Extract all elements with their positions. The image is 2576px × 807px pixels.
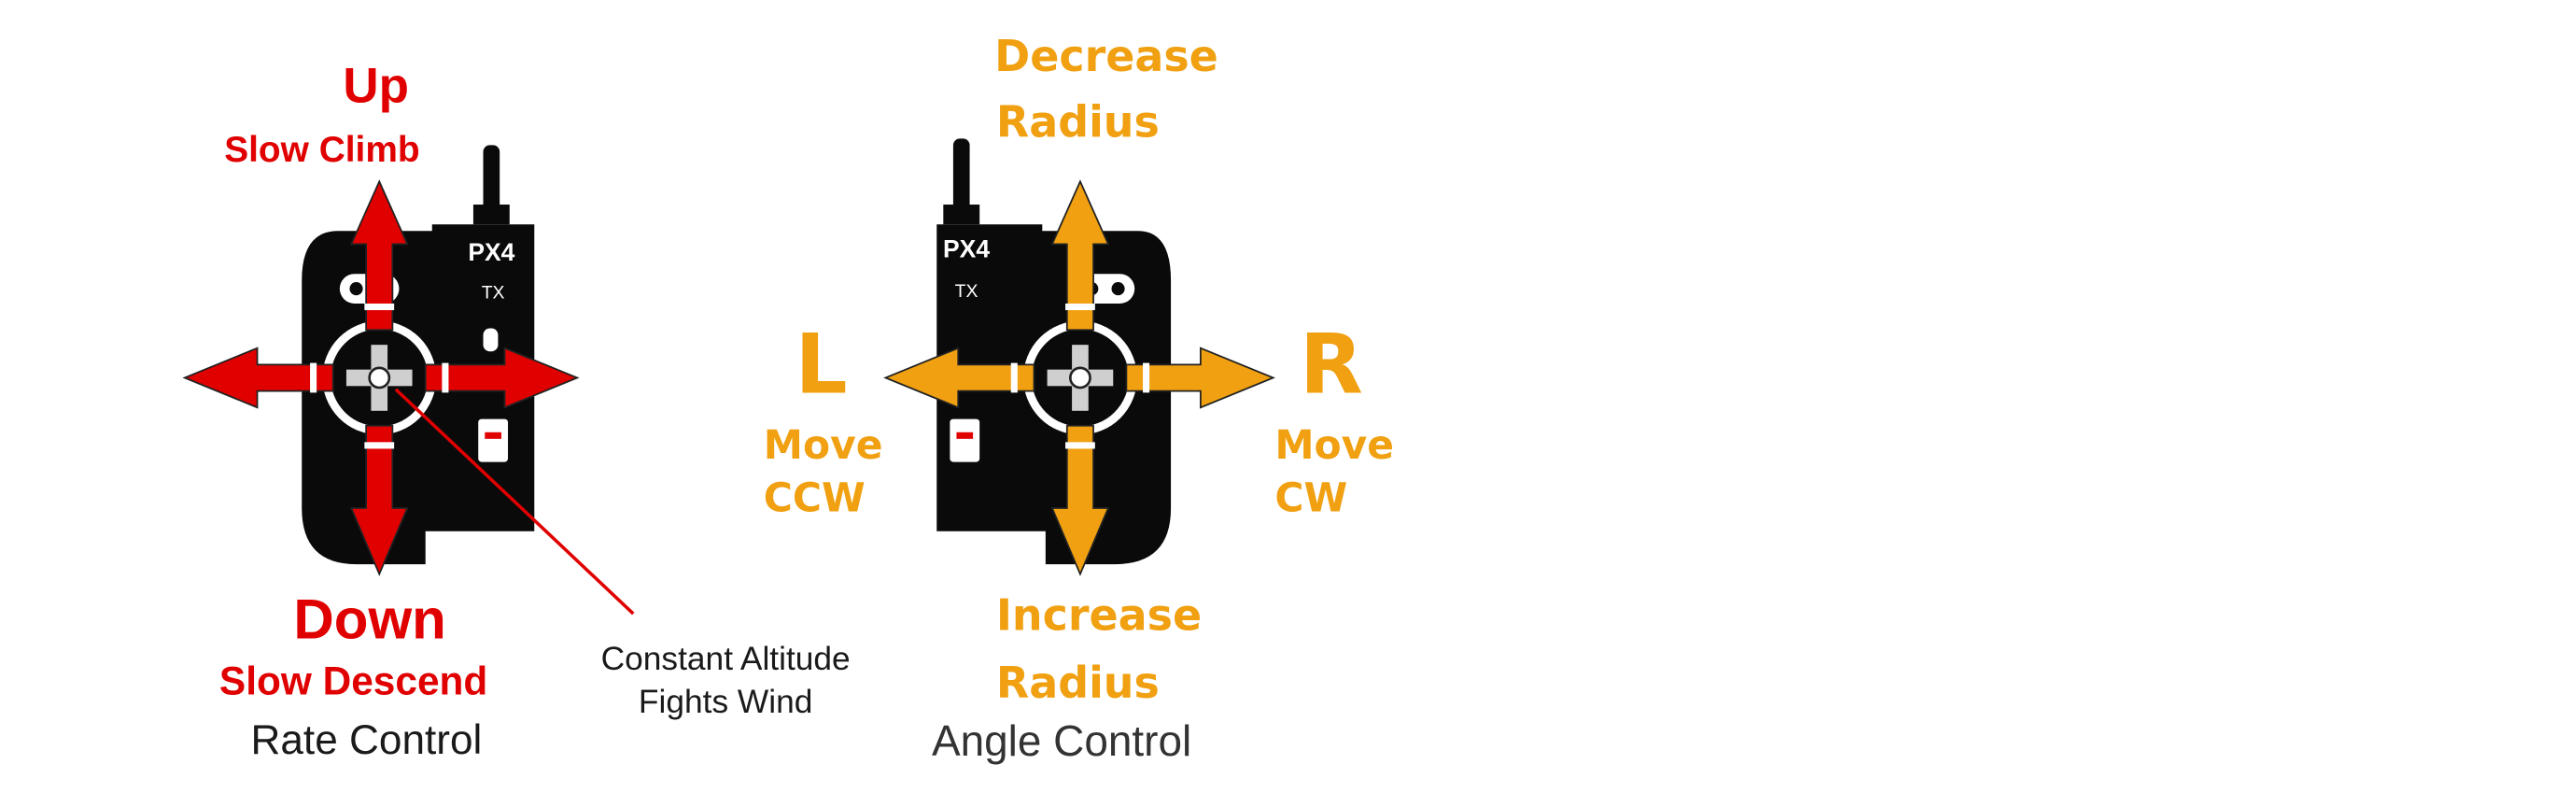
down-label: Down [293,588,446,652]
increase-radius-label: Radius [995,659,1160,710]
angle-control-caption: Angle Control [931,715,1192,766]
model-label: TX [955,281,978,302]
arrow-up-icon [349,179,409,332]
brand-logo: PX4 [468,238,514,266]
arrow-left-icon [883,347,1035,409]
decrease-label: Decrease [994,33,1218,83]
rate-control-caption: Rate Control [250,717,483,764]
arrow-down-icon [1050,424,1110,576]
arrow-right-icon [1125,347,1275,409]
model-label: TX [482,283,505,304]
callout-line-2: Fights Wind [638,685,813,721]
down-sublabel: Slow Descend [218,659,488,705]
up-label: Up [343,59,410,114]
left-transmitter: PX4 TX [182,145,635,616]
arrow-left-icon [182,347,334,409]
arrow-down-icon [349,424,409,576]
up-sublabel: Slow Climb [224,128,420,170]
transmitter-body [302,224,535,565]
increase-label: Increase [995,592,1203,643]
callout-line-1: Constant Altitude [600,642,851,678]
antenna-icon [952,138,970,212]
move-ccw-line-2: CCW [763,474,866,522]
right-transmitter: PX4 TX [883,138,1275,576]
brand-logo: PX4 [943,235,990,263]
right-letter: R [1299,317,1363,413]
move-cw-line-1: Move [1274,422,1395,469]
left-letter: L [795,317,848,413]
move-ccw-line-1: Move [763,422,883,469]
antenna-icon [483,145,500,215]
arrow-up-icon [1050,179,1110,332]
arrow-right-icon [424,347,580,409]
decrease-radius-label: Radius [995,98,1160,149]
callout-line [394,388,635,616]
move-cw-line-2: CW [1274,474,1348,522]
transmitter-body [936,224,1172,565]
